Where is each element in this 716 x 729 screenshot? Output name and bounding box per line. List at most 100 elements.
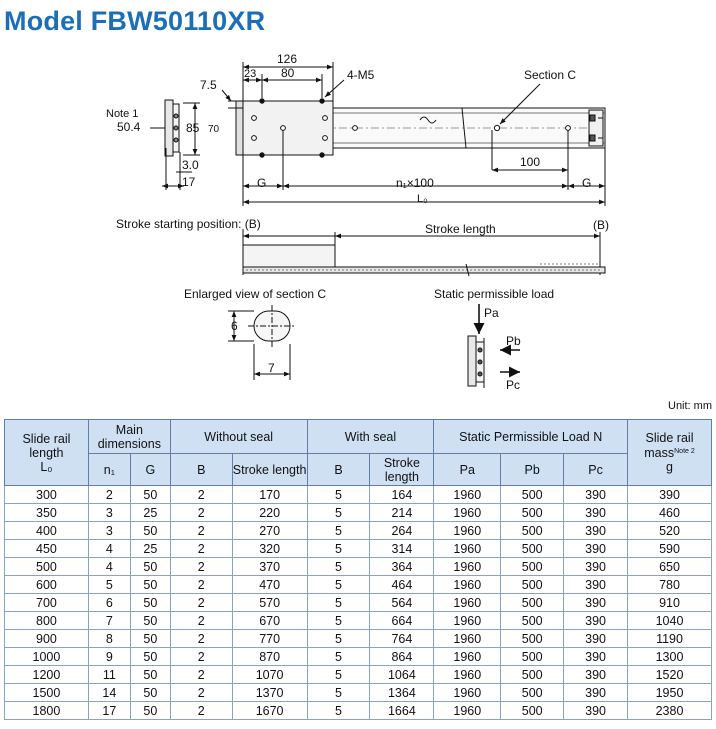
table-cell: 5 xyxy=(306,557,371,576)
table-cell: 2 xyxy=(169,665,233,684)
table-cell: 670 xyxy=(231,611,308,630)
table-cell: 2 xyxy=(169,521,233,540)
table-cell: 2 xyxy=(169,611,233,630)
header-g: G xyxy=(129,453,171,486)
table-cell: 390 xyxy=(563,629,629,648)
table-cell: 8 xyxy=(87,629,131,648)
header-slide-rail-text: Slide rail length xyxy=(22,431,71,460)
table-cell: 2 xyxy=(169,701,233,720)
n1x100-label: n₁×100 xyxy=(396,176,434,190)
table-cell: 2 xyxy=(169,683,233,702)
table-cell: 1200 xyxy=(4,665,89,684)
enlarged-view-label: Enlarged view of section C xyxy=(184,287,326,301)
side-profile-view xyxy=(150,99,200,190)
table-cell: 270 xyxy=(231,521,308,540)
table-cell: 650 xyxy=(627,557,712,576)
dim-100: 100 xyxy=(520,155,540,169)
table-cell: 5 xyxy=(306,521,371,540)
header-stroke-without: Stroke length xyxy=(231,453,308,486)
table-cell: 370 xyxy=(231,557,308,576)
stroke-start-label: Stroke starting position: (B) xyxy=(116,217,261,231)
table-cell: 6 xyxy=(87,593,131,612)
table-cell: 50 xyxy=(129,683,171,702)
table-cell: 564 xyxy=(369,593,435,612)
table-cell: 314 xyxy=(369,539,435,558)
table-cell: 5 xyxy=(306,647,371,666)
top-view-rail xyxy=(221,62,606,206)
static-load-diagram xyxy=(467,304,520,388)
table-cell: 500 xyxy=(500,521,565,540)
table-cell: 300 xyxy=(4,485,89,504)
table-cell: 1960 xyxy=(433,683,502,702)
table-cell: 500 xyxy=(500,683,565,702)
header-lo-text: L₀ xyxy=(40,459,53,474)
table-cell: 464 xyxy=(369,575,435,594)
table-cell: 910 xyxy=(627,593,712,612)
table-cell: 800 xyxy=(4,611,89,630)
table-cell: 364 xyxy=(369,557,435,576)
dim-6: 6 xyxy=(231,319,238,333)
table-cell: 50 xyxy=(129,629,171,648)
dim-7: 7 xyxy=(268,361,275,375)
table-cell: 50 xyxy=(129,575,171,594)
table-cell: 4 xyxy=(87,539,131,558)
dim-17: 17 xyxy=(182,175,196,189)
header-static-load: Static Permissible Load N xyxy=(433,419,629,454)
section-c-label: Section C xyxy=(524,68,576,82)
table-cell: 50 xyxy=(129,521,171,540)
table-cell: 2 xyxy=(169,539,233,558)
table-cell: 390 xyxy=(563,557,629,576)
dim-3-0: 3.0 xyxy=(182,158,199,172)
table-cell: 1800 xyxy=(4,701,89,720)
table-cell: 5 xyxy=(306,611,371,630)
table-cell: 17 xyxy=(87,701,131,720)
table-cell: 1960 xyxy=(433,503,502,522)
table-cell: 3 xyxy=(87,521,131,540)
table-cell: 390 xyxy=(563,701,629,720)
table-cell: 864 xyxy=(369,647,435,666)
spec-table: Slide rail length L₀ Main dimensions Wit… xyxy=(4,419,712,720)
header-mass-note: Note 2 xyxy=(674,448,695,455)
table-cell: 1960 xyxy=(433,575,502,594)
table-cell: 470 xyxy=(231,575,308,594)
stroke-view xyxy=(242,229,606,277)
dim-7-5: 7.5 xyxy=(200,78,217,92)
table-cell: 50 xyxy=(129,647,171,666)
table-cell: 2 xyxy=(169,557,233,576)
table-cell: 5 xyxy=(87,575,131,594)
table-cell: 5 xyxy=(306,701,371,720)
note1-label: Note 1 xyxy=(106,108,138,120)
table-cell: 1960 xyxy=(433,539,502,558)
table-cell: 590 xyxy=(627,539,712,558)
table-cell: 500 xyxy=(500,485,565,504)
pc-label: Pc xyxy=(506,378,520,392)
dim-126: 126 xyxy=(277,52,297,66)
enlarged-section-c xyxy=(228,305,296,380)
table-cell: 1960 xyxy=(433,485,502,504)
table-cell: 570 xyxy=(231,593,308,612)
table-cell: 460 xyxy=(627,503,712,522)
table-cell: 170 xyxy=(231,485,308,504)
table-cell: 390 xyxy=(563,611,629,630)
g-left-label: G xyxy=(257,176,266,190)
table-cell: 1670 xyxy=(231,701,308,720)
header-mass-unit: g xyxy=(666,460,673,474)
table-cell: 390 xyxy=(563,647,629,666)
table-cell: 500 xyxy=(4,557,89,576)
table-cell: 2 xyxy=(169,575,233,594)
header-slide-rail-mass: Slide rail massNote 2 g xyxy=(627,419,712,486)
table-cell: 50 xyxy=(129,557,171,576)
table-cell: 390 xyxy=(563,503,629,522)
table-cell: 320 xyxy=(231,539,308,558)
table-cell: 780 xyxy=(627,575,712,594)
table-cell: 390 xyxy=(627,485,712,504)
table-cell: 14 xyxy=(87,683,131,702)
dim-50-4: 50.4 xyxy=(117,120,141,134)
